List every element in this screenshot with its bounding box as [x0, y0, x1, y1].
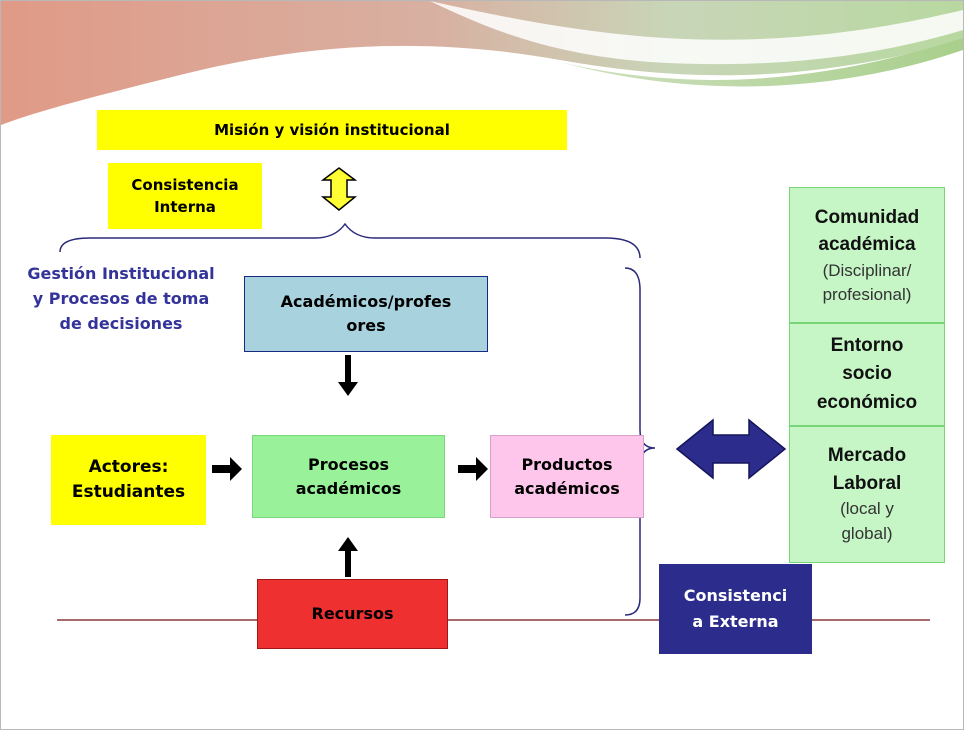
- products-label: Productos académicos: [514, 454, 620, 498]
- banner-swoosh-accent: [560, 38, 963, 87]
- environment-box: Entorno socio económico: [789, 323, 945, 426]
- banner-swoosh: [1, 1, 963, 125]
- external-consistency-box: Consistenci a Externa: [659, 564, 812, 654]
- arrow-up-icon: [338, 537, 358, 577]
- right-brace: [624, 267, 656, 616]
- environment-title: Entorno socio económico: [816, 334, 918, 413]
- community-box: Comunidad académica (Disciplinar/ profes…: [789, 187, 945, 323]
- community-title: Comunidad académica: [814, 206, 920, 256]
- community-subtitle: (Disciplinar/ profesional): [822, 260, 912, 304]
- academics-box: Académicos/profes ores: [244, 276, 488, 352]
- processes-box: Procesos académicos: [252, 435, 445, 518]
- arrow-right-icon: [212, 457, 242, 481]
- management-heading: Gestión Institucional y Procesos de toma…: [14, 262, 228, 336]
- arrow-down-icon: [338, 355, 358, 396]
- top-brace: [59, 222, 641, 259]
- double-arrow-horizontal-icon: [675, 418, 787, 480]
- actors-box: Actores: Estudiantes: [51, 435, 206, 525]
- mission-box: Misión y visión institucional: [97, 110, 567, 150]
- resources-label: Recursos: [311, 604, 394, 623]
- internal-consistency-label: Consistencia Interna: [131, 175, 239, 217]
- resources-box: Recursos: [257, 579, 448, 649]
- academics-label: Académicos/profes ores: [280, 292, 452, 335]
- actors-label: Actores: Estudiantes: [71, 456, 186, 503]
- internal-consistency-box: Consistencia Interna: [108, 163, 262, 229]
- labor-market-title: Mercado Laboral: [827, 445, 907, 494]
- products-box: Productos académicos: [490, 435, 644, 518]
- external-consistency-label: Consistenci a Externa: [683, 586, 788, 631]
- labor-market-box: Mercado Laboral (local y global): [789, 426, 945, 563]
- banner-swoosh-highlight: [430, 1, 963, 65]
- management-label: Gestión Institucional y Procesos de toma…: [27, 264, 215, 333]
- mission-label: Misión y visión institucional: [214, 120, 450, 139]
- double-arrow-vertical-icon: [320, 167, 358, 211]
- labor-market-subtitle: (local y global): [840, 499, 894, 544]
- processes-label: Procesos académicos: [295, 454, 402, 498]
- arrow-right-icon: [458, 457, 488, 481]
